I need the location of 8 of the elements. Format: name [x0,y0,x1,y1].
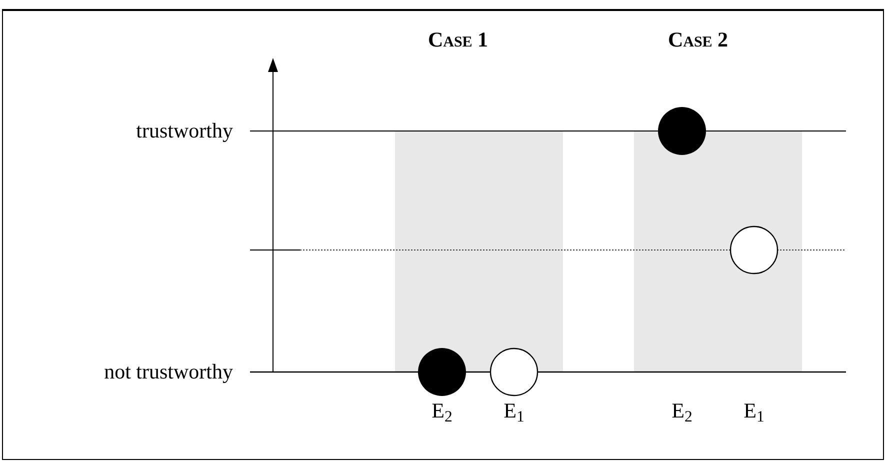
case-heading: Case 2 [668,30,728,50]
entity-label: E$_{2}$ [432,400,452,422]
entity-label: E$_{2}$ [672,400,692,422]
case-heading: Case 1 [428,30,488,50]
entity-label: E$_{1}$ [744,400,764,422]
axis-label: not trustworthy [104,362,233,382]
axis-label: trustworthy [136,120,233,142]
entity-label: E$_{1}$ [504,400,524,422]
